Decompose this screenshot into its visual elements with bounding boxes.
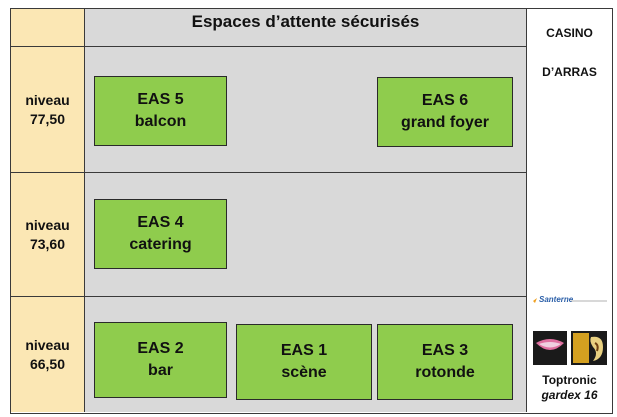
- eas-2-box: EAS 2 bar: [94, 322, 227, 398]
- venue-line-2: D’ARRAS: [542, 65, 597, 79]
- eas-name: bar: [148, 362, 173, 379]
- logo-mark-icon: [533, 298, 537, 303]
- product-brand: Toptronic: [542, 373, 597, 387]
- mouth-image-icon: [533, 331, 567, 365]
- ear-image-icon: [571, 331, 607, 365]
- eas-1-box: EAS 1 scène: [236, 324, 372, 400]
- eas-name: rotonde: [415, 364, 475, 381]
- eas-name: catering: [129, 236, 192, 253]
- eas-code: EAS 6: [421, 92, 469, 109]
- venue-column: CASINO D’ARRAS Santerne Toptronic gardex…: [527, 9, 612, 412]
- level-label: niveau: [25, 336, 70, 353]
- eas-code: EAS 3: [421, 342, 469, 359]
- supplier-logo-text: Santerne: [539, 295, 574, 304]
- eas-name: balcon: [134, 113, 187, 130]
- level-row-77-50: niveau 77,50: [11, 47, 85, 173]
- eas-code: EAS 2: [137, 340, 184, 357]
- product-label: Toptronic gardex 16: [527, 373, 612, 403]
- header-corner: [11, 9, 85, 47]
- level-value: 77,50: [29, 110, 66, 127]
- eas-code: EAS 4: [137, 214, 184, 231]
- floor-plan-table: Espaces d’attente sécurisés niveau 77,50…: [10, 8, 613, 414]
- level-label: niveau: [25, 91, 70, 108]
- eas-code: EAS 5: [137, 91, 184, 108]
- eas-name: scène: [281, 364, 327, 381]
- diagram-title: Espaces d’attente sécurisés: [85, 9, 527, 47]
- level-label: niveau: [25, 216, 70, 233]
- eas-name: grand foyer: [400, 114, 489, 131]
- product-images: [533, 331, 607, 365]
- level-value: 73,60: [29, 235, 66, 252]
- venue-line-1: CASINO: [546, 26, 593, 40]
- eas-4-box: EAS 4 catering: [94, 199, 227, 269]
- level-value: 66,50: [29, 355, 66, 372]
- product-model: gardex 16: [541, 388, 598, 402]
- eas-3-box: EAS 3 rotonde: [377, 324, 513, 400]
- eas-code: EAS 1: [280, 342, 328, 359]
- santerne-logo: Santerne: [533, 295, 607, 304]
- eas-6-box: EAS 6 grand foyer: [377, 77, 513, 147]
- level-row-73-60: niveau 73,60: [11, 173, 85, 297]
- eas-5-box: EAS 5 balcon: [94, 76, 227, 146]
- level-row-66-50: niveau 66,50: [11, 297, 85, 412]
